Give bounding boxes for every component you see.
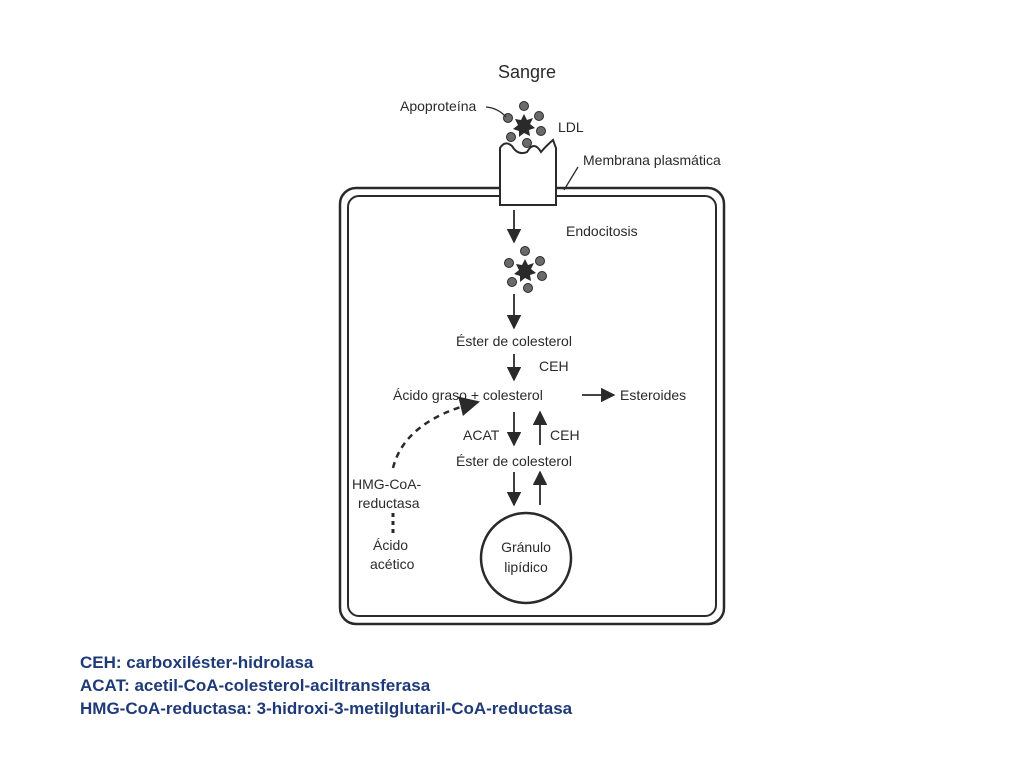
legend-hmg: HMG-CoA-reductasa: 3-hidroxi-3-metilglut… <box>80 699 573 718</box>
ldl-label: LDL <box>558 119 584 135</box>
endocytosed-ldl-icon <box>504 246 547 293</box>
lipid-granule <box>479 511 573 605</box>
arrow-hmg-regulation <box>391 396 480 469</box>
fatty-acid-cholesterol-label: Ácido graso + colesterol <box>393 387 543 403</box>
endocytosis-label: Endocitosis <box>566 223 638 239</box>
granule-label-line1: Gránulo <box>501 539 551 555</box>
acetic-label-line2: acético <box>370 556 415 572</box>
ceh-top-label: CEH <box>539 358 569 374</box>
legend-acat: ACAT: acetil-CoA-colesterol-aciltransfer… <box>80 676 431 695</box>
cholesterol-metabolism-diagram: Sangre Apoproteína LDL Membrana plasmáti… <box>338 62 726 626</box>
abbreviation-legend: CEH: carboxiléster-hidrolasa ACAT: aceti… <box>80 651 572 720</box>
acetic-label-line1: Ácido <box>373 537 408 553</box>
apoprotein-leader <box>485 106 507 118</box>
steroids-label: Esteroides <box>620 387 686 403</box>
granule-label-line2: lipídico <box>504 559 548 575</box>
membrane-leader <box>563 166 579 191</box>
apoprotein-label: Apoproteína <box>400 98 476 114</box>
ester-top-label: Éster de colesterol <box>456 333 572 349</box>
hmg-label-line2: reductasa <box>358 495 420 511</box>
ceh-mid-label: CEH <box>550 427 580 443</box>
legend-ceh: CEH: carboxiléster-hidrolasa <box>80 653 314 672</box>
ester-bottom-label: Éster de colesterol <box>456 453 572 469</box>
ldl-particle-icon <box>503 101 546 148</box>
ldl-receptor <box>499 138 557 206</box>
hmg-label-line1: HMG-CoA- <box>352 476 422 492</box>
blood-label: Sangre <box>498 62 556 82</box>
acat-label: ACAT <box>463 427 500 443</box>
membrane-label: Membrana plasmática <box>583 152 721 168</box>
